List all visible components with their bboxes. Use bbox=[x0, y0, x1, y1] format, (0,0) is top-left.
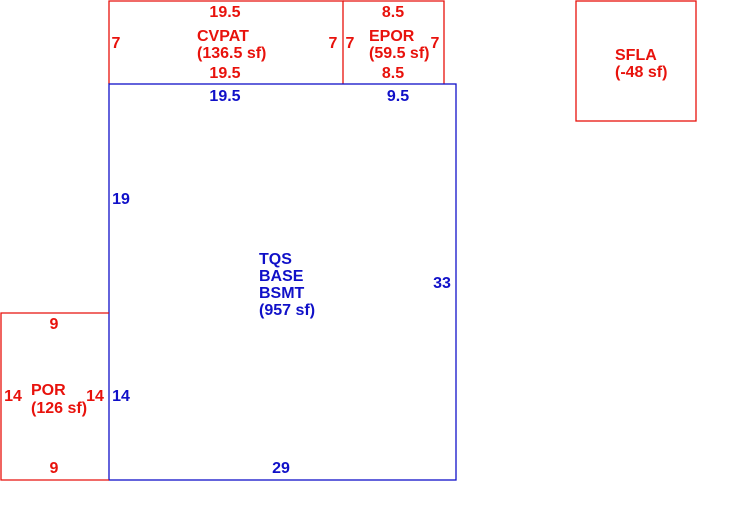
epor-area[interactable]: 8.5 7 7 EPOR (59.5 sf) 8.5 bbox=[343, 0, 445, 84]
base-dim-top-left: 19.5 bbox=[209, 88, 240, 105]
cvpat-label: CVPAT bbox=[197, 28, 249, 45]
epor-dim-top: 8.5 bbox=[382, 4, 404, 21]
base-outline bbox=[108, 83, 457, 481]
sfla-outline bbox=[575, 0, 697, 122]
cvpat-dim-bottom: 19.5 bbox=[209, 65, 240, 82]
por-label: POR bbox=[31, 382, 66, 399]
base-dim-right: 33 bbox=[433, 275, 451, 292]
base-label-line-2: BASE bbox=[259, 268, 304, 285]
por-dim-left: 14 bbox=[4, 388, 22, 405]
base-area-value: (957 sf) bbox=[259, 302, 315, 319]
por-dim-top: 9 bbox=[50, 316, 59, 333]
base-label-line-3: BSMT bbox=[259, 285, 305, 302]
epor-dim-left: 7 bbox=[346, 35, 355, 52]
por-area-value: (126 sf) bbox=[31, 400, 87, 417]
cvpat-area[interactable]: 19.5 7 7 CVPAT (136.5 sf) 19.5 bbox=[108, 0, 344, 84]
cvpat-outline bbox=[108, 0, 344, 84]
base-dim-left-lower: 14 bbox=[112, 388, 130, 405]
epor-label: EPOR bbox=[369, 28, 415, 45]
por-area[interactable]: 9 14 14 POR (126 sf) 9 bbox=[0, 312, 109, 481]
cvpat-area-value: (136.5 sf) bbox=[197, 45, 266, 62]
base-area[interactable]: 19.5 9.5 19 TQS BASE BSMT (957 sf) 33 14… bbox=[108, 83, 457, 481]
base-dim-left-upper: 19 bbox=[112, 191, 130, 208]
sfla-area-value: (-48 sf) bbox=[615, 64, 667, 81]
base-label-line-1: TQS bbox=[259, 251, 292, 268]
sfla-label: SFLA bbox=[615, 47, 657, 64]
base-dim-top-right: 9.5 bbox=[387, 88, 409, 105]
cvpat-dim-left: 7 bbox=[112, 35, 121, 52]
cvpat-dim-right: 7 bbox=[329, 35, 338, 52]
por-outline bbox=[0, 312, 109, 481]
sfla-area[interactable]: SFLA (-48 sf) bbox=[575, 0, 697, 122]
por-dim-right: 14 bbox=[86, 388, 104, 405]
epor-outline bbox=[343, 0, 445, 84]
epor-area-value: (59.5 sf) bbox=[369, 45, 429, 62]
base-dim-bottom: 29 bbox=[272, 460, 290, 477]
cvpat-dim-top: 19.5 bbox=[209, 4, 240, 21]
por-dim-bottom: 9 bbox=[50, 460, 59, 477]
epor-dim-bottom: 8.5 bbox=[382, 65, 404, 82]
epor-dim-right: 7 bbox=[431, 35, 440, 52]
